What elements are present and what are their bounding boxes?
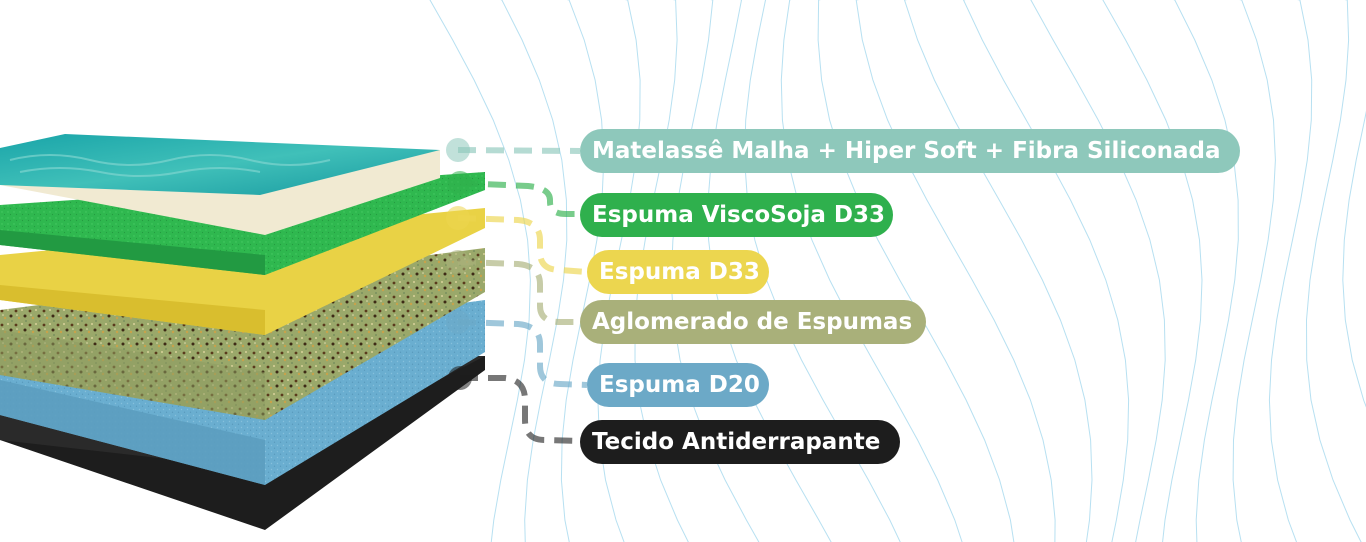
layer-label-tecido-antiderrapante: Tecido Antiderrapante <box>580 420 900 464</box>
yellow-foam-side <box>0 285 265 335</box>
connector-line <box>457 259 580 325</box>
connector-line <box>457 147 581 154</box>
contour-line <box>500 0 568 542</box>
contour-line <box>1268 0 1313 542</box>
contour-line <box>1342 110 1366 408</box>
contour-line <box>780 0 963 542</box>
connector-line <box>457 319 588 388</box>
layer-label-espuma-d20: Espuma D20 <box>587 363 769 407</box>
connector-line <box>460 375 581 444</box>
connector-line <box>457 215 588 275</box>
contour-line <box>1232 0 1276 542</box>
connector-dot <box>448 366 472 390</box>
contour-line <box>1102 0 1203 542</box>
green-foam-side <box>0 230 265 275</box>
contour-line <box>1305 0 1362 542</box>
teal-cover-pattern <box>9 154 331 177</box>
mattress-stack <box>0 134 485 530</box>
contour-line <box>903 0 1093 542</box>
contour-line <box>817 0 1015 542</box>
contour-line <box>855 0 1056 542</box>
layer-label-espuma-viscosoja-d33: Espuma ViscoSoja D33 <box>580 193 893 237</box>
layer-label-espuma-d33: Espuma D33 <box>587 250 769 294</box>
teal-cover-layer <box>0 134 440 195</box>
layer-label-matelasse: Matelassê Malha + Hiper Soft + Fibra Sil… <box>580 129 1240 173</box>
blue-foam-side <box>0 380 265 485</box>
contour-line <box>1173 0 1239 542</box>
connector-dot <box>446 250 470 274</box>
connector-lines <box>446 138 588 444</box>
connector-dot <box>446 206 470 230</box>
layer-label-aglomerado: Aglomerado de Espumas <box>580 300 926 344</box>
speckled-foam-side <box>0 330 265 420</box>
connector-line <box>459 180 580 217</box>
contour-lines-background <box>429 0 1366 542</box>
contour-line <box>1030 0 1166 542</box>
connector-dot <box>448 171 472 195</box>
contour-line <box>962 0 1130 542</box>
connector-dot <box>446 310 470 334</box>
connector-dot <box>446 138 470 162</box>
contour-line <box>429 0 531 542</box>
